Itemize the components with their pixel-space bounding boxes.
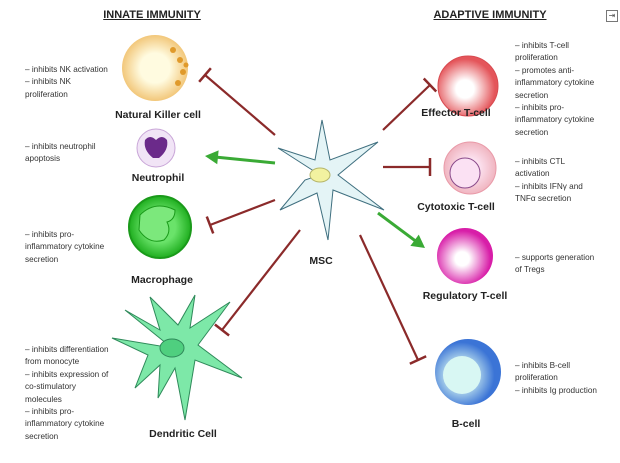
note-line: co-stimulatory <box>25 382 76 392</box>
nk-notes: – inhibits NK activation – inhibits NK pro… <box>25 64 108 101</box>
neutrophil-notes: – inhibits neutrophil apoptosis <box>25 141 96 166</box>
note-line: TNFα secretion <box>515 194 572 204</box>
note-line: – inhibits differentiation <box>25 345 109 354</box>
cytotoxic-inhibit-arrow <box>383 158 432 176</box>
note-line: secretion <box>515 90 549 100</box>
dendritic-inhibit-arrow <box>214 229 301 337</box>
note-line: secretion <box>25 254 59 264</box>
note-line: inflammatory cytokine <box>25 419 105 429</box>
note-line: – inhibits NK activation <box>25 65 108 74</box>
regulatory-label: Regulatory T-cell <box>422 290 508 302</box>
note-line: – inhibits pro- <box>515 103 565 113</box>
nk-cell-icon <box>122 35 189 101</box>
nk-inhibit-arrow <box>198 67 276 136</box>
note-line: from monocyte <box>25 357 80 367</box>
bcell-inhibit-arrow <box>359 234 427 365</box>
note-line: secretion <box>25 431 59 441</box>
note-line: – inhibits T-cell <box>515 41 570 50</box>
note-line: proliferation <box>515 373 558 383</box>
cytotoxic-label: Cytotoxic T-cell <box>417 201 495 213</box>
macrophage-inhibit-arrow <box>205 198 276 234</box>
note-line: inflammatory cytokine <box>515 115 595 125</box>
macrophage-icon <box>128 195 192 259</box>
note-line: – inhibits Ig production <box>515 385 597 395</box>
dendritic-label: Dendritic Cell <box>149 428 217 440</box>
note-line: – inhibits NK <box>25 77 71 87</box>
macrophage-label: Macrophage <box>131 274 193 286</box>
note-line: apoptosis <box>25 154 61 164</box>
dendritic-notes: – inhibits differentiation from monocyte –… <box>25 344 109 443</box>
note-line: molecules <box>25 394 62 404</box>
b-cell-icon <box>435 339 501 405</box>
note-line: – promotes anti- <box>515 65 575 75</box>
effector-notes: – inhibits T-cell proliferation – promotes… <box>515 40 594 139</box>
neutrophil-promote-arrow <box>205 150 276 165</box>
bcell-notes: – inhibits B-cell proliferation – inhibits… <box>515 360 597 397</box>
note-line: – supports generation <box>515 253 595 262</box>
cytotoxic-t-cell-icon <box>443 141 497 195</box>
effector-inhibit-arrow <box>382 77 438 131</box>
note-line: of Tregs <box>515 265 545 275</box>
note-line: – inhibits IFNγ and <box>515 181 583 191</box>
note-line: – inhibits expression of <box>25 369 109 379</box>
effector-t-cell-icon <box>437 55 499 117</box>
note-line: – inhibits CTL <box>515 157 566 166</box>
note-line: secretion <box>515 127 549 137</box>
note-line: proliferation <box>515 53 558 63</box>
note-line: – inhibits neutrophil <box>25 142 96 151</box>
expand-icon[interactable]: ⇥ <box>606 10 618 22</box>
note-line: inflammatory cytokine <box>515 78 595 88</box>
note-line: – inhibits pro- <box>25 230 75 239</box>
adaptive-immunity-heading: ADAPTIVE IMMUNITY <box>433 9 547 21</box>
effector-label: Effector T-cell <box>421 107 491 119</box>
note-line: – inhibits pro- <box>25 407 75 417</box>
macrophage-notes: – inhibits pro-inflammatory cytokine secr… <box>25 229 104 266</box>
note-line: inflammatory cytokine <box>25 242 105 252</box>
neutrophil-icon <box>136 128 176 168</box>
dendritic-cell-icon <box>111 294 243 421</box>
regulatory-t-cell-icon <box>437 228 493 284</box>
msc-cell-icon <box>277 119 385 241</box>
note-line: proliferation <box>25 89 68 99</box>
nk-label: Natural Killer cell <box>115 109 201 121</box>
neutrophil-label: Neutrophil <box>131 172 185 184</box>
note-line: – inhibits B-cell <box>515 361 571 370</box>
innate-immunity-heading: INNATE IMMUNITY <box>103 9 201 21</box>
bcell-label: B-cell <box>451 418 481 430</box>
regulatory-notes: – supports generation of Tregs <box>515 252 594 277</box>
regulatory-promote-arrow <box>377 211 425 248</box>
note-line: activation <box>515 169 550 179</box>
cytotoxic-notes: – inhibits CTL activation – inhibits IFNγ … <box>515 156 583 206</box>
msc-label: MSC <box>309 255 333 267</box>
